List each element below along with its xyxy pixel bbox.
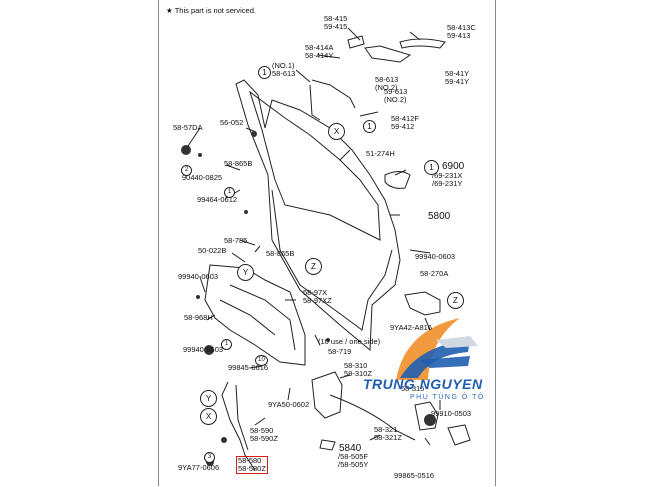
callout-58-613-no2: 58-613 (NO.2) <box>375 75 399 92</box>
callout-58-968h: 58-968H <box>184 313 213 322</box>
circle-z-right: Z <box>447 292 464 309</box>
callout-58-270a: 58-270A <box>420 269 449 278</box>
circle-x-upper: X <box>328 123 345 140</box>
circle-x-lower: X <box>200 408 217 425</box>
circle-2-a: 2 <box>181 165 192 176</box>
callout-58-321: 58-321 58-321Z <box>374 425 402 442</box>
circle-y-upper: Y <box>237 264 254 281</box>
callout-51-274h: 51-274H <box>366 149 395 158</box>
callout-58-41y: 58-41Y 59-41Y <box>445 69 470 86</box>
mirror-bracket <box>384 171 411 189</box>
callout-6900: 6900 <box>442 161 465 172</box>
logo-graphic <box>396 318 478 380</box>
callout-58-310: 58-310 58-310Z <box>344 361 372 378</box>
callout-58-413c: 58-413C 59-413 <box>447 23 476 40</box>
notice: ★ This part is not serviced. <box>166 7 256 15</box>
logo-tagline: PHỤ TÙNG Ô TÔ <box>410 394 485 401</box>
window-regulator <box>221 381 256 471</box>
callout-99910-0503: 99910-0503 <box>431 409 472 418</box>
callout-58-505f: /58-505F /58-505Y <box>338 452 369 469</box>
callout-99845-0616: 99845-0616 <box>228 363 269 372</box>
callout-no1: (NO.1) <box>272 61 295 70</box>
circle-1-c: 1 <box>224 187 235 198</box>
notice-text: This part is not serviced. <box>174 6 256 15</box>
callout-99464-0612: 99464-0612 <box>197 195 238 204</box>
callout-58-865b-lower: 58-865B <box>266 249 295 258</box>
callout-58-580-highlighted: 58-580 58-580Z <box>236 456 268 474</box>
door-inner-edge <box>271 189 393 331</box>
callout-58-57da: 58-57DA <box>173 123 203 132</box>
door-latch <box>311 371 343 419</box>
star-icon: ★ <box>166 6 173 15</box>
callout-58-785: 58-785 <box>224 236 248 245</box>
circle-3: 3 <box>204 452 215 463</box>
outer-handle <box>399 38 446 49</box>
circle-1-d: 1 <box>424 160 439 175</box>
callout-10-use: (10 use / one side) <box>318 337 381 346</box>
callout-9ya77-0606: 9YA77-0606 <box>178 463 220 472</box>
window-frame <box>249 90 381 241</box>
callout-58-613: 58-613 <box>272 69 296 78</box>
callout-58-590: 58-590 58-590Z <box>250 426 278 443</box>
circle-z-upper: Z <box>305 258 322 275</box>
circle-y-lower: Y <box>200 390 217 407</box>
callout-58-719: 58-719 <box>328 347 352 356</box>
callout-69-231: /69-231X /69-231Y <box>432 171 463 188</box>
door-outer-panel <box>235 79 401 352</box>
callout-9ya50-0602: 9YA50-0602 <box>268 400 310 409</box>
callout-99940-0603-left: 99940-0603 <box>178 272 219 281</box>
callout-50-022b: 50-022B <box>198 246 227 255</box>
callout-58-412f: 58-412F 59-412 <box>391 114 419 131</box>
callout-5800: 5800 <box>428 211 451 222</box>
callout-59-613-no2: 59-613 (NO.2) <box>384 87 408 104</box>
callout-99865-0516: 99865-0516 <box>394 471 435 480</box>
circle-1-a: 1 <box>258 66 271 79</box>
circle-10: 10 <box>255 355 268 366</box>
callout-99940-0603-lower: 99940-0603 <box>183 345 224 354</box>
callout-58-865b-upper: 58-865B <box>224 159 253 168</box>
inner-carrier-panel <box>204 264 306 366</box>
callout-58-415: 58-415 59-415 <box>324 14 348 31</box>
diagram-frame <box>158 0 496 486</box>
callout-90440-0825: 90440-0825 <box>182 173 223 182</box>
callout-99940-0603-right: 99940-0603 <box>415 252 456 261</box>
logo-brand-text: TRUNG NGUYEN <box>363 376 483 392</box>
callout-58-315: 58-315 <box>401 384 425 393</box>
circle-1-b: 1 <box>363 120 376 133</box>
callout-9ya42-a816: 9YA42-A816 <box>390 323 432 332</box>
callout-56-052: 56-052 <box>220 118 244 127</box>
callout-5840: 5840 <box>339 443 362 454</box>
circle-1-e: 1 <box>221 339 232 350</box>
callout-58-414a: 58-414A 58-414Y <box>305 43 334 60</box>
callout-58-97x: 58-97X 58-97XZ <box>303 288 332 305</box>
